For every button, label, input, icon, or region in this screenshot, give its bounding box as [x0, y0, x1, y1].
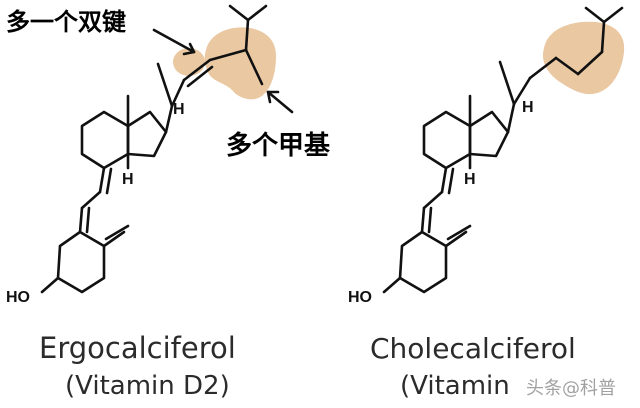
d2-side-chain [156, 4, 268, 134]
right-h-chain-label: H [522, 99, 534, 116]
highlight-methyl [204, 27, 276, 100]
c-ring [80, 110, 130, 170]
left-hydroxyl-label: HO [6, 289, 30, 306]
annotation-methyl-text: 多个甲基 [226, 131, 331, 161]
watermark: 头条@科普 [526, 378, 616, 399]
cholecalciferol-structure: H H HO [348, 6, 625, 306]
d-ring [468, 94, 510, 170]
annotation-double-bond-text: 多一个双键 [6, 8, 126, 36]
left-h-chain-label: H [173, 101, 185, 118]
triene-linker [78, 166, 113, 234]
d3-side-chain [498, 6, 624, 134]
a-ring [382, 224, 472, 294]
annotation-methyl-arrow [266, 90, 294, 114]
d-ring [126, 94, 168, 170]
left-compound-subtitle: (Vitamin D2) [65, 371, 230, 401]
ergocalciferol-structure: H H HO [6, 4, 276, 306]
right-h-ring-label: H [464, 171, 476, 188]
right-hydroxyl-label: HO [348, 289, 372, 306]
annotation-double-bond-arrow [152, 28, 196, 56]
triene-linker [420, 166, 455, 234]
right-compound-name: Cholecalciferol [370, 332, 576, 365]
left-compound-name: Ergocalciferol [39, 331, 236, 365]
a-ring [40, 224, 130, 294]
right-compound-subtitle: (Vitamin [400, 371, 510, 401]
left-h-ring-label: H [122, 171, 134, 188]
c-ring [422, 110, 472, 170]
